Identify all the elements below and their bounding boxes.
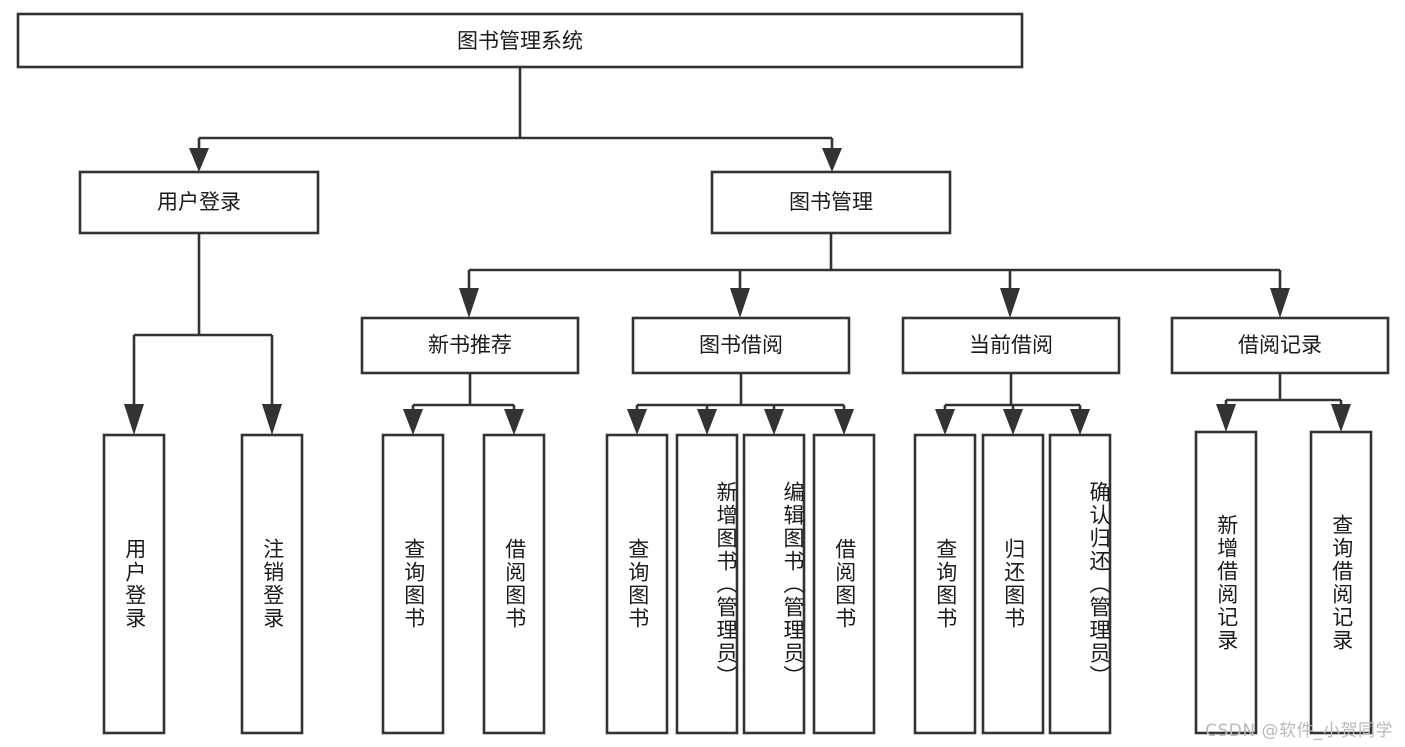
node-book-management[interactable]: 图书管理 (710, 170, 952, 235)
root-label: 图书管理系统 (457, 29, 583, 53)
leaf-box-borrow-edit[interactable] (742, 433, 806, 735)
root-box[interactable] (16, 12, 1024, 69)
user-login-label: 用户登录 (157, 190, 241, 214)
node-root[interactable]: 图书管理系统 (16, 12, 1024, 69)
leaf-box-user-login-logout[interactable] (240, 433, 304, 735)
connector-book-borrow-to-leaves (627, 373, 854, 435)
leaf-box-recommend-borrow[interactable] (482, 433, 546, 735)
connector-book-management-to-level3 (459, 233, 1290, 318)
user-login-box[interactable] (78, 170, 320, 235)
book-borrow-label: 图书借阅 (699, 333, 783, 357)
connector-new-book-recommend-to-leaves (403, 373, 524, 435)
leaf-box-current-return[interactable] (981, 433, 1045, 735)
node-user-login[interactable]: 用户登录 (78, 170, 320, 235)
current-borrow-label: 当前借阅 (969, 333, 1053, 357)
connector-borrow-record-to-leaves (1216, 373, 1351, 432)
leaf-box-recommend-query[interactable] (381, 433, 445, 735)
leaf-box-borrow-add[interactable] (675, 433, 739, 735)
leaf-box-user-login-login[interactable] (102, 433, 166, 735)
connector-root-to-level2 (189, 67, 842, 172)
node-book-borrow[interactable]: 图书借阅 (631, 316, 851, 375)
book-management-label: 图书管理 (789, 190, 873, 214)
leaf-box-current-confirm[interactable] (1048, 433, 1112, 735)
connector-current-borrow-to-leaves (935, 373, 1090, 435)
leaf-box-record-query[interactable] (1309, 430, 1373, 735)
arrow-to-user-login (189, 148, 209, 172)
node-borrow-record[interactable]: 借阅记录 (1170, 316, 1390, 375)
node-current-borrow[interactable]: 当前借阅 (901, 316, 1121, 375)
arrow-to-book-management (822, 148, 842, 172)
leaf-box-current-query[interactable] (913, 433, 977, 735)
watermark: CSDN @软件_小贺同学 (1205, 721, 1393, 741)
borrow-record-label: 借阅记录 (1238, 333, 1322, 357)
new-book-recommend-label: 新书推荐 (428, 333, 512, 357)
node-new-book-recommend[interactable]: 新书推荐 (360, 316, 580, 375)
leaf-box-record-add[interactable] (1194, 430, 1258, 735)
connector-user-login-to-leaves (124, 233, 282, 435)
leaf-box-borrow-lend[interactable] (812, 433, 876, 735)
current-borrow-box[interactable] (901, 316, 1121, 375)
new-book-recommend-box[interactable] (360, 316, 580, 375)
leaf-box-borrow-query[interactable] (605, 433, 669, 735)
